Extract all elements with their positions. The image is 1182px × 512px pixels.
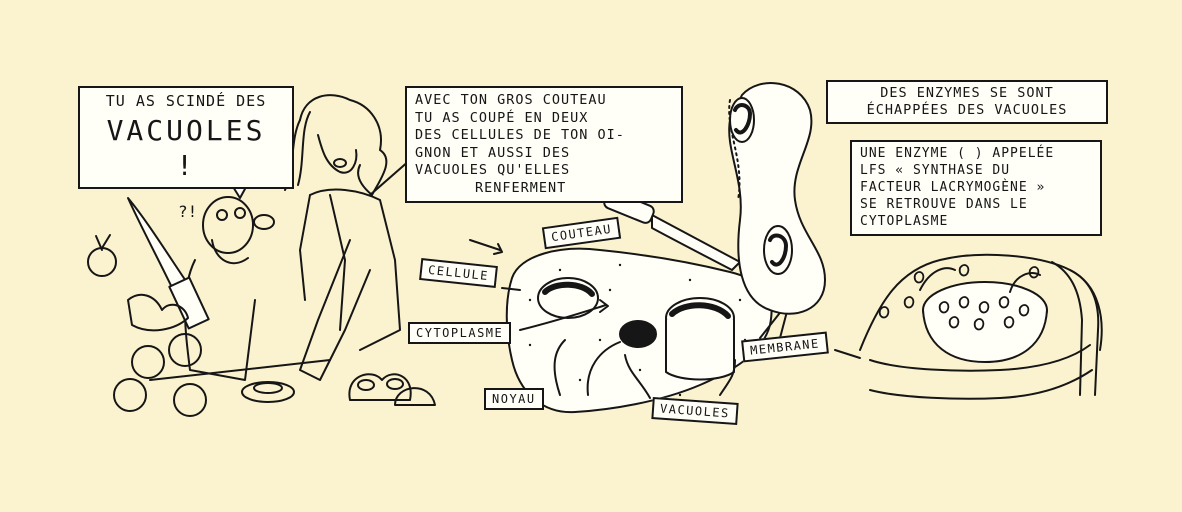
caption-knife-line-5: VACUOLES QU'ELLES	[415, 162, 571, 179]
caption-enzymes-line-2: ÉCHAPPÉES DES VACUOLES	[866, 101, 1068, 118]
onion	[87, 247, 117, 277]
knife	[651, 214, 741, 271]
caption-lfs-line-1: UNE ENZYME ( ) APPELÉE	[860, 146, 1055, 161]
caption-lfs-line-4: SE RETROUVE DANS LE	[860, 196, 1028, 212]
caption-knife: AVEC TON GROS COUTEAU TU AS COUPÉ EN DEU…	[405, 86, 683, 204]
caption-knife-line-4: GNON ET AUSSI DES	[415, 144, 571, 161]
label-cytoplasme: CYTOPLASME	[408, 322, 512, 344]
caption-knife-line-2: TU AS COUPÉ EN DEUX	[415, 109, 589, 126]
caption-enzymes-line-1: DES ENZYMES SE SONT	[880, 85, 1054, 101]
membrane-outer	[859, 253, 1103, 351]
label-noyau: NOYAU	[484, 388, 544, 410]
caption-lfs-line-5: CYTOPLASME	[860, 213, 949, 229]
scientist-face	[317, 134, 358, 174]
speech-bubble-vacuoles: TU AS SCINDÉ DES VACUOLES !	[78, 86, 294, 189]
halved-onion	[348, 373, 412, 401]
scientist-hair	[299, 94, 388, 196]
speech-line-1: TU AS SCINDÉ DES	[105, 92, 267, 110]
caption-lfs-line-3: FACTEUR LACRYMOGÈNE »	[860, 179, 1046, 195]
cook-head	[202, 196, 254, 254]
scientist-arm	[299, 239, 371, 381]
caption-lfs-line-2: LFS « SYNTHASE DU	[860, 162, 1011, 178]
caption-knife-line-6: RENFERMENT	[475, 179, 567, 196]
caption-knife-line-1: AVEC TON GROS COUTEAU	[415, 92, 607, 108]
speech-line-2: VACUOLES !	[106, 113, 266, 182]
nucleus	[619, 320, 657, 348]
caption-knife-line-3: DES CELLULES DE TON OI-	[415, 127, 625, 144]
caption-enzymes: DES ENZYMES SE SONT ÉCHAPPÉES DES VACUOL…	[826, 80, 1108, 124]
svg-text:?!: ?!	[178, 202, 197, 221]
scientist-coat	[309, 188, 401, 351]
caption-lfs: UNE ENZYME ( ) APPELÉE LFS « SYNTHASE DU…	[850, 140, 1102, 237]
elongated-cell	[728, 82, 826, 315]
